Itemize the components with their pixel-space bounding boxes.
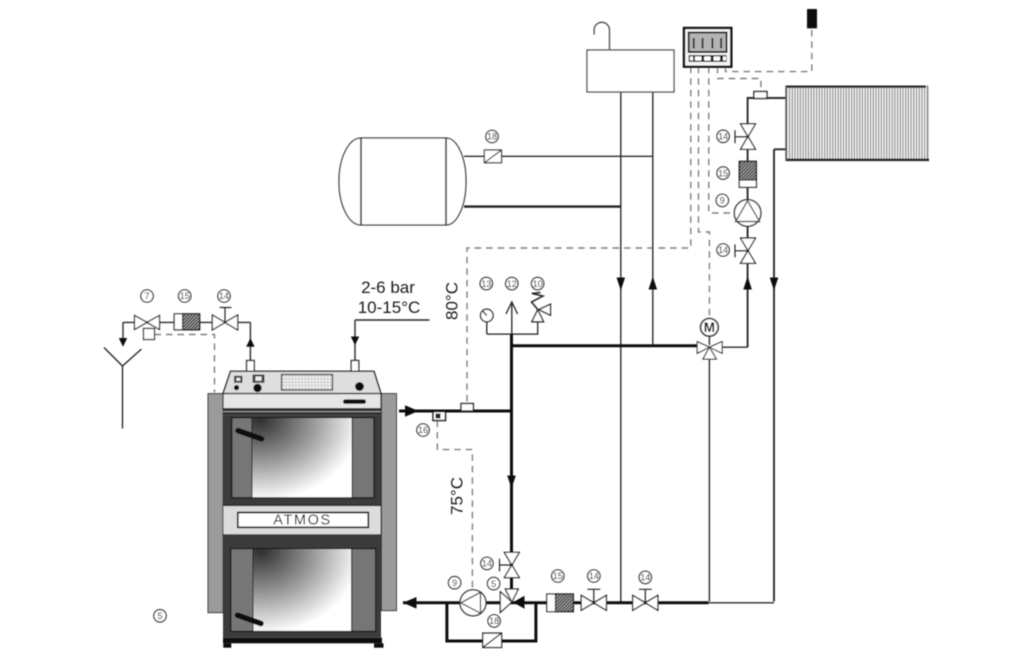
svg-text:5: 5: [491, 579, 496, 589]
svg-text:16: 16: [418, 425, 428, 435]
svg-text:2-6 bar: 2-6 bar: [361, 278, 415, 297]
svg-text:7: 7: [144, 291, 149, 301]
svg-text:10: 10: [533, 279, 543, 289]
svg-text:15: 15: [553, 571, 563, 581]
svg-text:75°C: 75°C: [448, 477, 467, 515]
svg-text:14: 14: [219, 291, 229, 301]
svg-text:12: 12: [507, 279, 517, 289]
svg-text:5: 5: [157, 611, 162, 621]
svg-text:14: 14: [718, 245, 728, 255]
svg-text:80°C: 80°C: [443, 282, 462, 320]
svg-text:M: M: [704, 320, 715, 335]
svg-text:14: 14: [589, 571, 599, 581]
svg-text:14: 14: [482, 559, 492, 569]
svg-text:9: 9: [452, 578, 457, 588]
svg-text:15: 15: [180, 291, 190, 301]
svg-text:10-15°C: 10-15°C: [358, 298, 421, 317]
svg-text:9: 9: [720, 196, 725, 206]
svg-text:13: 13: [481, 279, 491, 289]
svg-text:15: 15: [718, 168, 728, 178]
svg-text:18: 18: [487, 132, 497, 142]
svg-text:14: 14: [718, 132, 728, 142]
svg-text:14: 14: [640, 573, 650, 583]
svg-text:18: 18: [489, 616, 499, 626]
svg-text:ATMOS: ATMOS: [273, 512, 331, 528]
